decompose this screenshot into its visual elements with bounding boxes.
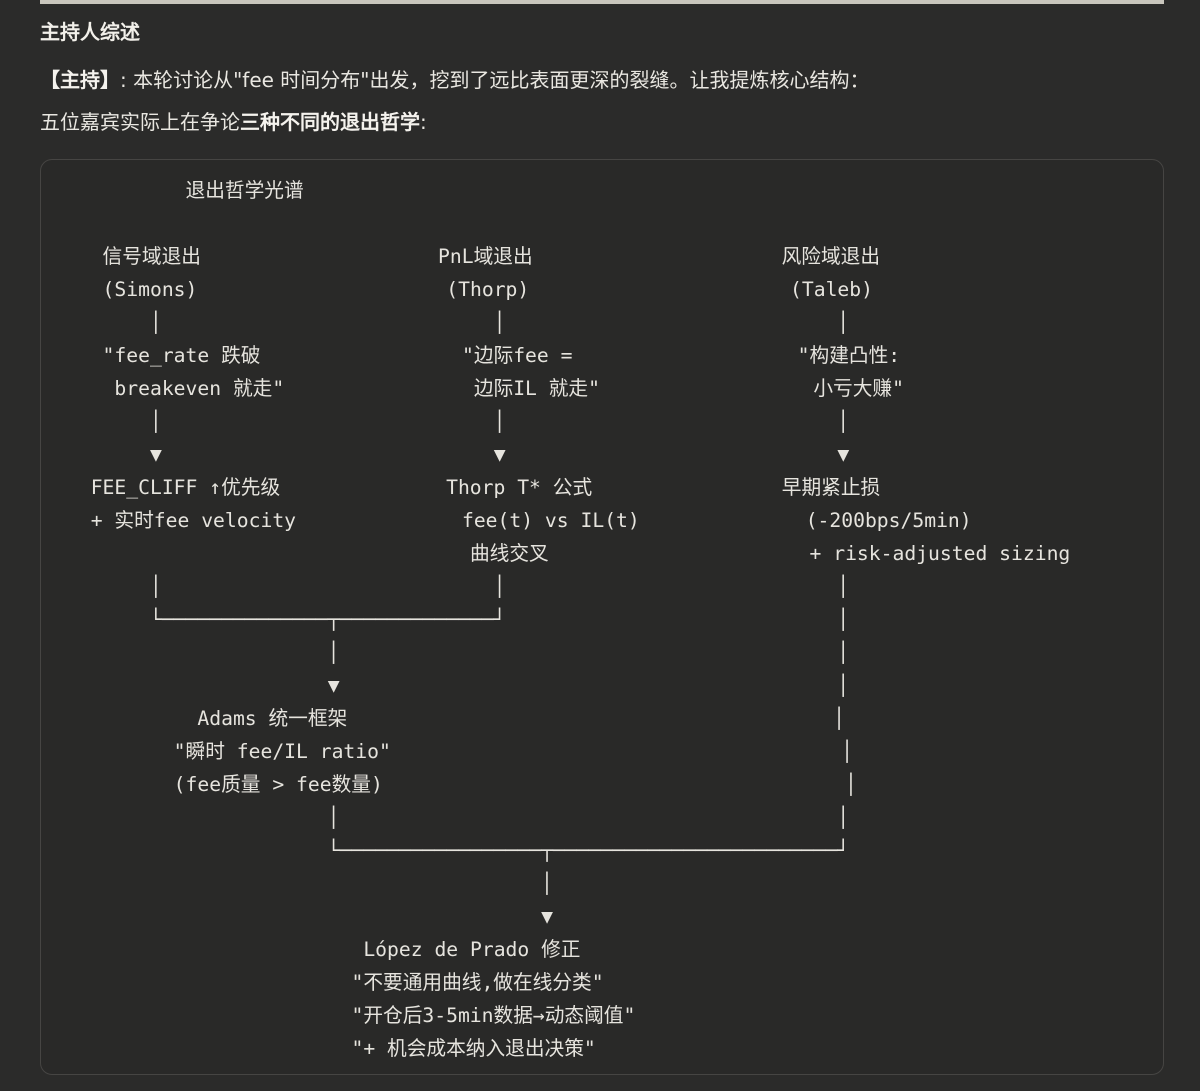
- diagram-line: ▼ │: [67, 674, 850, 697]
- diagram-line: └─────────────────┬─────────────────────…: [67, 839, 850, 862]
- diagram-line: │ │ │: [67, 311, 850, 334]
- diagram-line: │ │ │: [67, 410, 850, 433]
- intro-statement: 五位嘉宾实际上在争论三种不同的退出哲学:: [40, 110, 1164, 134]
- diagram-line: + 实时fee velocity fee(t) vs IL(t) (-200bp…: [67, 509, 972, 532]
- intro-bold: 三种不同的退出哲学: [240, 110, 420, 134]
- diagram-line: "+ 机会成本纳入退出决策": [67, 1037, 596, 1060]
- diagram-line: ▼ ▼ ▼: [67, 443, 850, 466]
- host-summary-section: 主持人综述 【主持】: 本轮讨论从"fee 时间分布"出发，挖到了远比表面更深的…: [40, 14, 1164, 134]
- diagram-line: (Simons) (Thorp) (Taleb): [67, 278, 873, 301]
- diagram-line: └──────────────┬─────────────┘ │: [67, 608, 850, 631]
- diagram-line: breakeven 就走" 边际IL 就走" 小亏大赚": [67, 377, 904, 400]
- diagram-line: 退出哲学光谱: [67, 179, 304, 202]
- diagram-line: Adams 统一框架 │: [67, 707, 846, 730]
- diagram-line: ▼: [67, 905, 553, 928]
- host-statement: 【主持】: 本轮讨论从"fee 时间分布"出发，挖到了远比表面更深的裂缝。让我提…: [40, 68, 1164, 92]
- intro-prefix: 五位嘉宾实际上在争论: [40, 110, 240, 134]
- section-heading: 主持人综述: [40, 20, 140, 44]
- host-text: : 本轮讨论从"fee 时间分布"出发，挖到了远比表面更深的裂缝。让我提炼核心结…: [120, 68, 870, 92]
- diagram-line: │ │: [67, 641, 850, 664]
- host-label: 【主持】: [40, 68, 120, 92]
- diagram-line: (fee质量 > fee数量) │: [67, 773, 857, 796]
- diagram-line: │ │: [67, 806, 850, 829]
- diagram-line: "瞬时 fee/IL ratio" │: [67, 740, 854, 763]
- intro-suffix: :: [420, 110, 427, 134]
- top-divider: [40, 0, 1164, 4]
- diagram-line: FEE_CLIFF ↑优先级 Thorp T* 公式 早期紧止损: [67, 476, 881, 499]
- diagram-line: │: [67, 872, 553, 895]
- diagram-line: López de Prado 修正: [67, 938, 581, 961]
- diagram-line: "不要通用曲线,做在线分类": [67, 971, 604, 994]
- diagram-line: 信号域退出 PnL域退出 风险域退出: [67, 245, 881, 268]
- diagram-line: 曲线交叉 + risk-adjusted sizing: [67, 542, 1071, 565]
- ascii-diagram-code-block: 退出哲学光谱 信号域退出 PnL域退出 风险域退出 (Simons) (Thor…: [40, 159, 1164, 1075]
- diagram-line: │ │ │: [67, 575, 850, 598]
- diagram-line: "fee_rate 跌破 "边际fee = "构建凸性:: [67, 344, 901, 367]
- diagram-line: "开仓后3-5min数据→动态阈值": [67, 1004, 636, 1027]
